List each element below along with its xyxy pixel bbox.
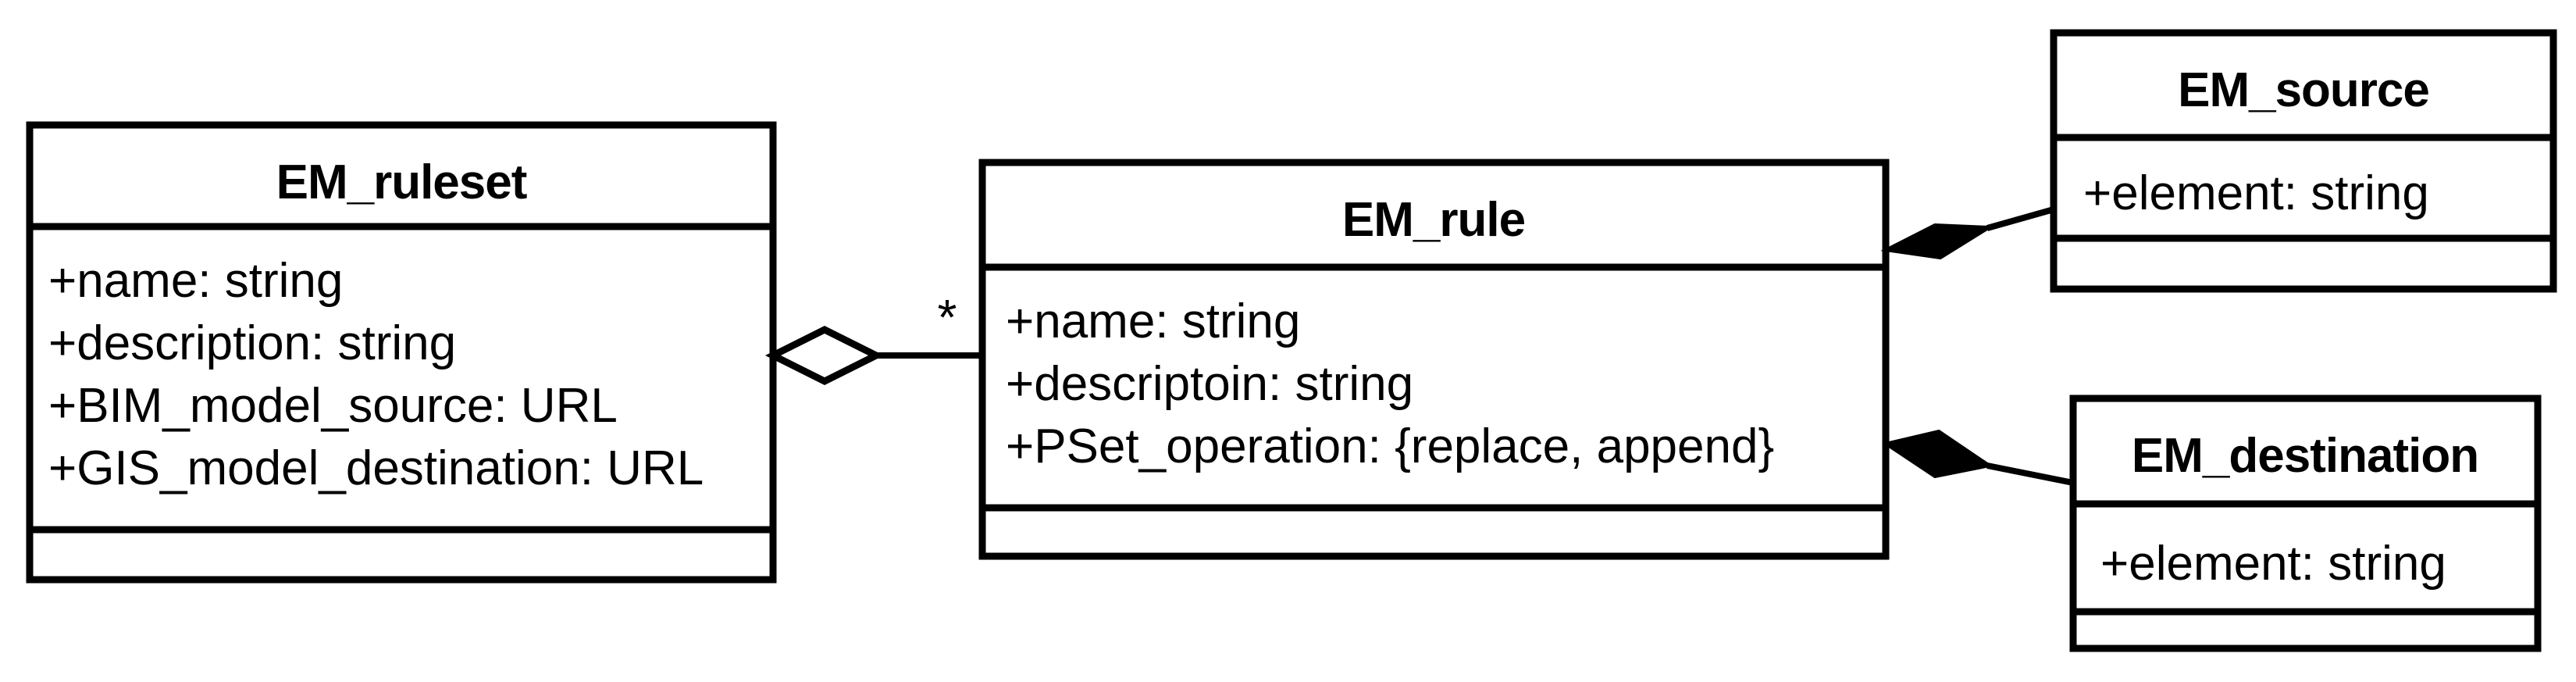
attribute-row: +descriptoin: string (1006, 357, 1413, 411)
class-box-em-destination[interactable]: EM_destination +element: string (2069, 395, 2542, 652)
class-name-em-ruleset: EM_ruleset (276, 155, 527, 209)
class-box-outline (2050, 29, 2557, 293)
hollow-diamond-icon (764, 325, 885, 386)
attribute-row: +description: string (48, 316, 456, 370)
association-line (1986, 462, 2074, 486)
class-box-outline (2069, 395, 2542, 652)
attribute-row: +GIS_model_destination: URL (48, 441, 704, 495)
relationship-composition-rule-source[interactable] (1880, 206, 2055, 260)
class-box-em-ruleset[interactable]: EM_ruleset +name: string +description: s… (26, 121, 777, 584)
relationship-composition-rule-destination[interactable] (1882, 429, 2074, 486)
association-line (1986, 206, 2055, 231)
attribute-row: +BIM_model_source: URL (48, 379, 618, 433)
attribute-row: +PSet_operation: {replace, append} (1006, 420, 1774, 473)
relationship-aggregation-ruleset-rule[interactable]: * (764, 289, 982, 386)
attribute-row: +element: string (2100, 537, 2446, 591)
attribute-row: +element: string (2083, 166, 2429, 220)
class-box-outline (26, 121, 777, 584)
filled-diamond-icon (1882, 429, 1994, 479)
class-name-em-source: EM_source (2178, 63, 2429, 117)
class-box-em-rule[interactable]: EM_rule +name: string +descriptoin: stri… (978, 159, 1890, 560)
multiplicity-label: * (938, 289, 957, 345)
filled-diamond-icon (1880, 223, 1995, 260)
class-box-outline (978, 159, 1890, 560)
class-name-em-destination: EM_destination (2132, 429, 2478, 483)
class-name-em-rule: EM_rule (1342, 193, 1525, 247)
attribute-row: +name: string (1006, 295, 1300, 348)
class-box-em-source[interactable]: EM_source +element: string (2050, 29, 2557, 293)
attribute-row: +name: string (48, 254, 343, 308)
